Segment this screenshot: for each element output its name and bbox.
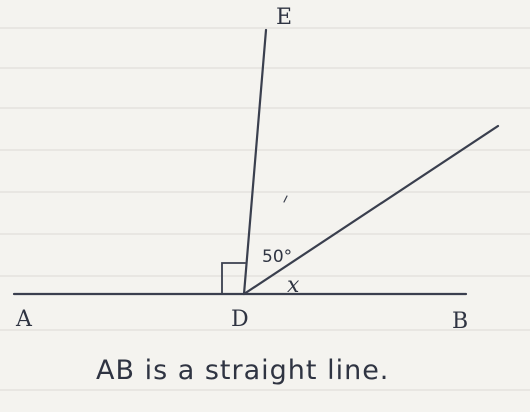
label-angle-x: x — [287, 273, 300, 298]
label-angle-50: 50° — [262, 247, 292, 267]
label-point-e: E — [276, 5, 292, 30]
label-point-a: A — [15, 307, 33, 332]
label-point-d: D — [231, 307, 249, 332]
stray-mark — [283, 195, 288, 203]
right-angle-marker — [221, 262, 246, 295]
diagram-caption: AB is a straight line. — [96, 355, 390, 386]
ray-de — [242, 28, 268, 296]
ray-d-upper-right — [242, 124, 500, 296]
paper-lines — [0, 27, 530, 391]
label-point-b: B — [452, 309, 468, 334]
